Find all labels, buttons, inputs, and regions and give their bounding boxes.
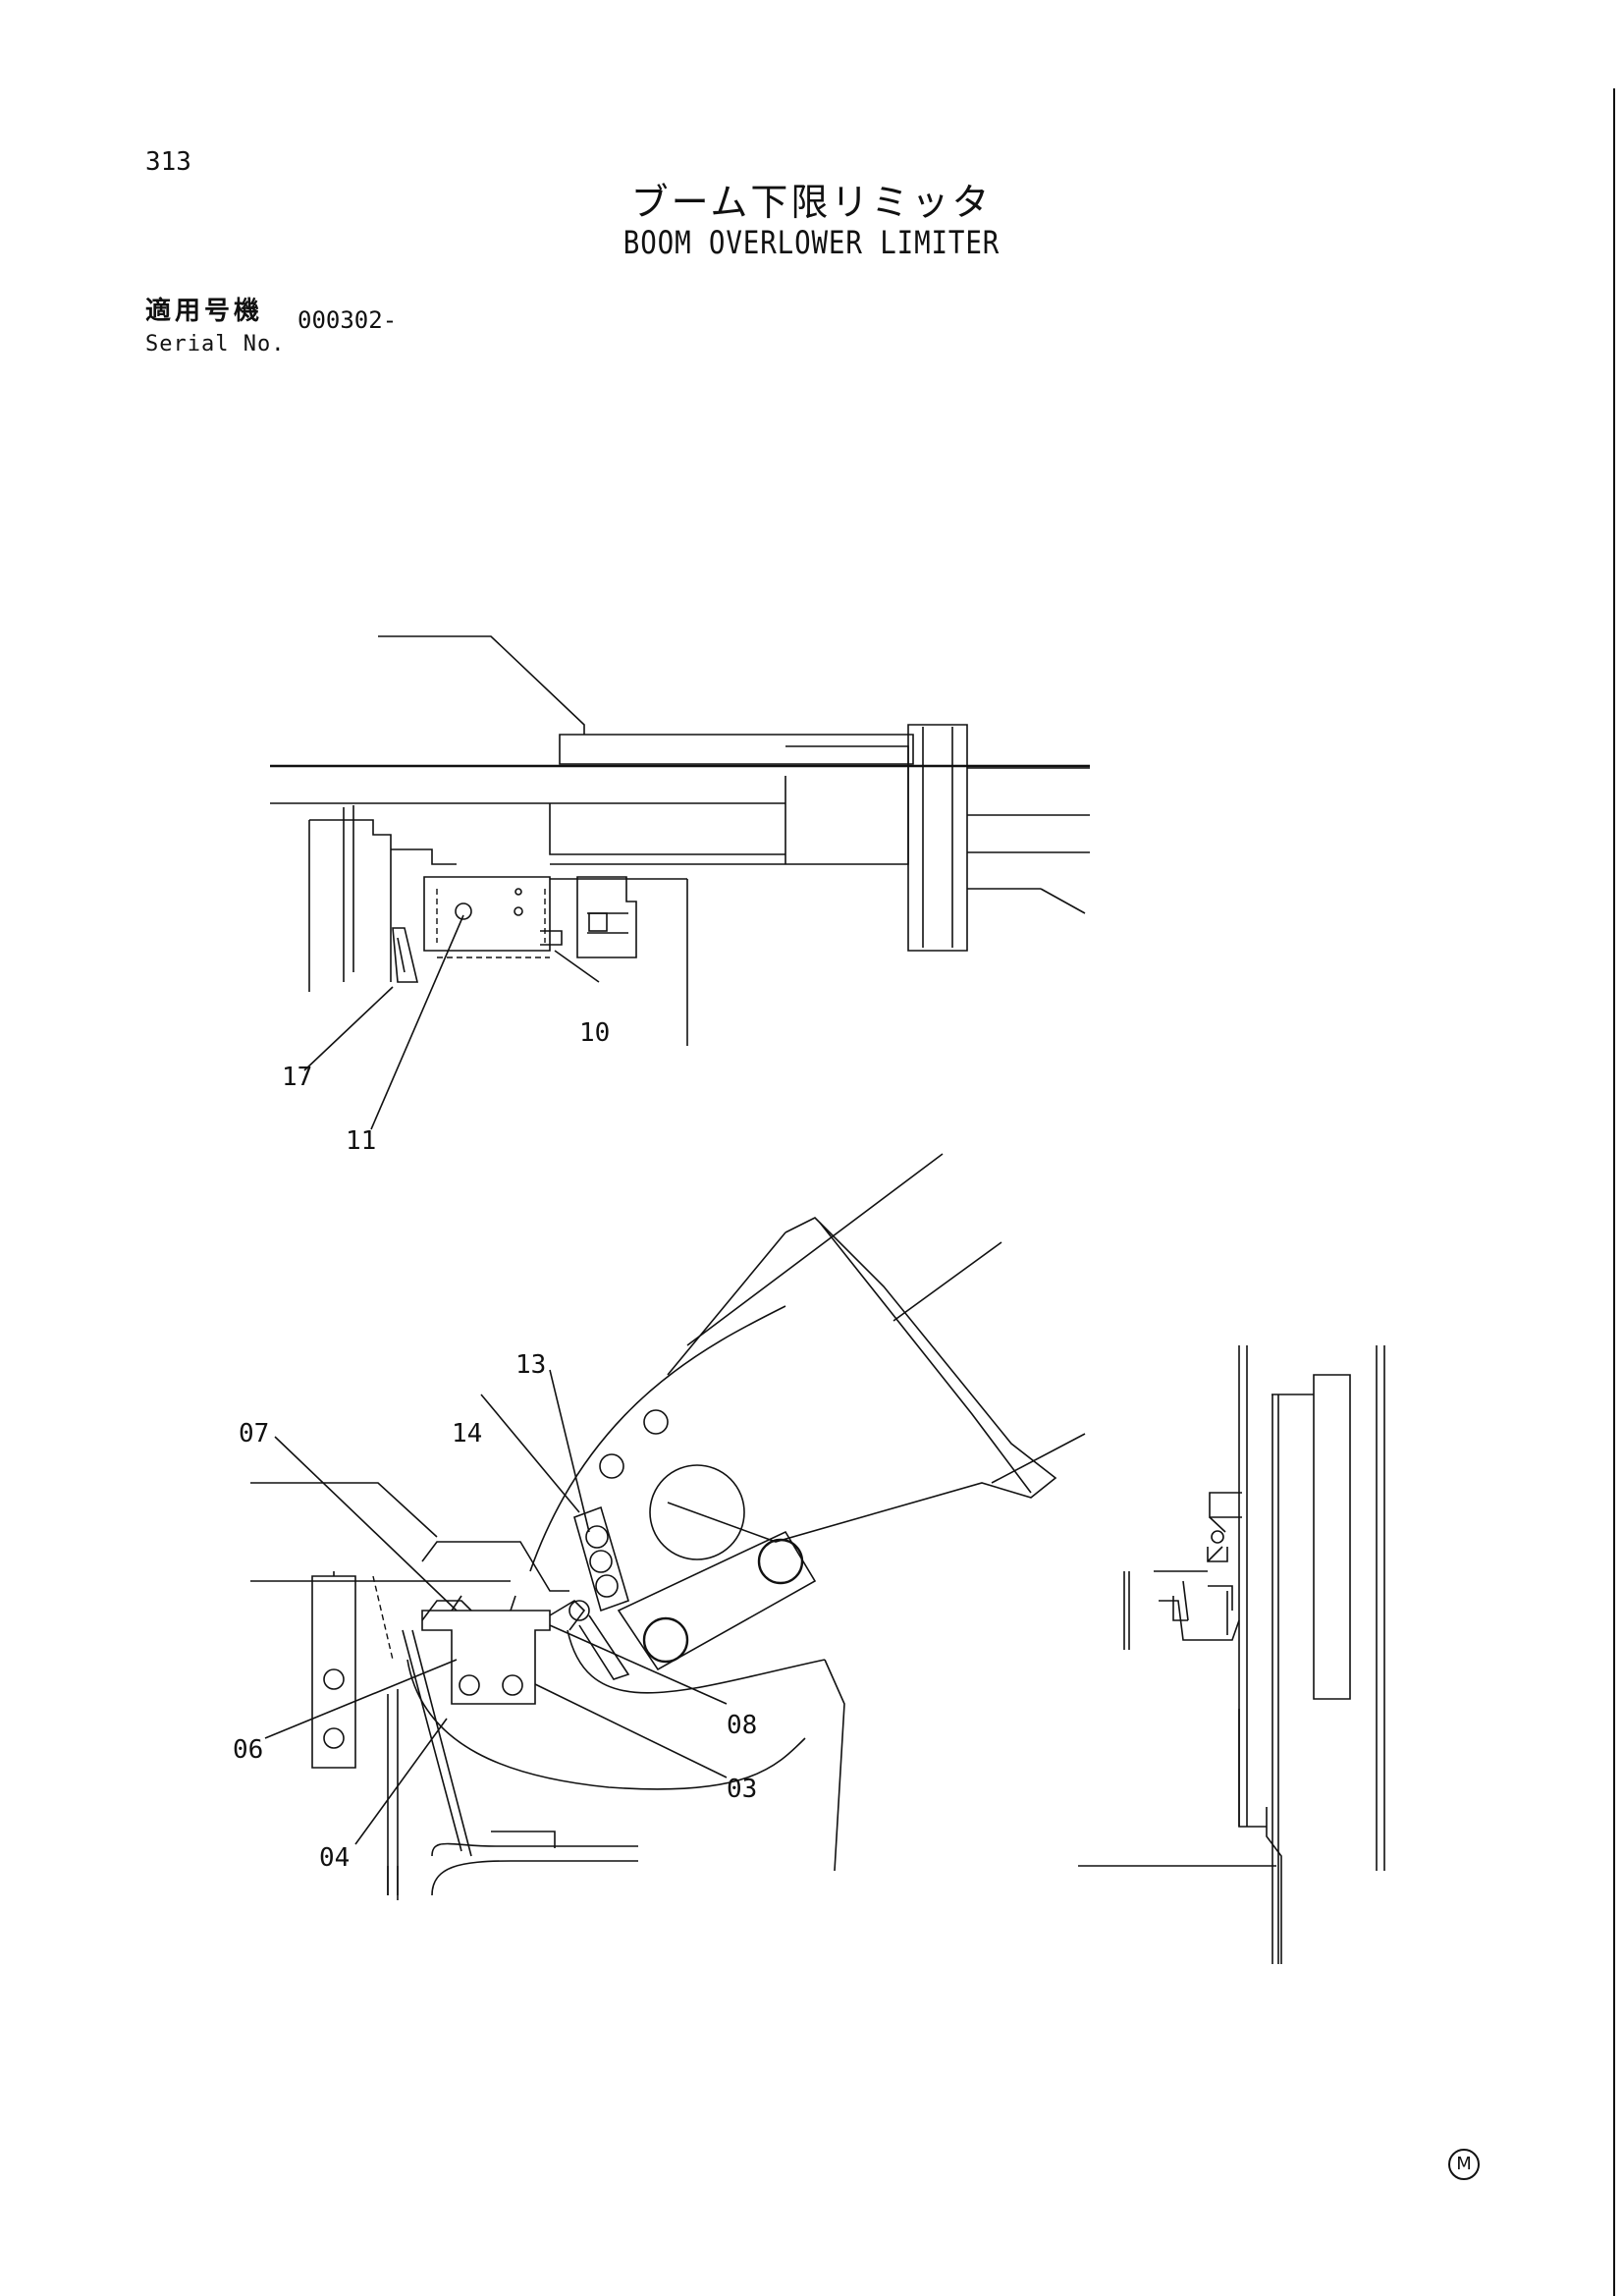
lower-view: 07 14 13 06 04 08 03 bbox=[233, 1153, 1086, 1900]
callout-14: 14 bbox=[452, 1419, 482, 1449]
serial-label-english: Serial No. bbox=[145, 332, 286, 356]
upper-view: 17 11 10 bbox=[270, 635, 1090, 1156]
callout-06: 06 bbox=[233, 1735, 263, 1765]
page-border-line bbox=[1613, 88, 1615, 2296]
callout-10: 10 bbox=[579, 1018, 610, 1048]
callout-08: 08 bbox=[727, 1711, 757, 1740]
callout-04: 04 bbox=[319, 1843, 350, 1873]
callout-11: 11 bbox=[346, 1126, 376, 1156]
serial-label-japanese: 適用号機 bbox=[145, 297, 264, 326]
page-number: 313 bbox=[145, 147, 191, 177]
callout-03: 03 bbox=[727, 1775, 757, 1804]
callout-07: 07 bbox=[239, 1419, 269, 1449]
serial-number-value: 000302- bbox=[298, 306, 398, 334]
title-japanese: ブーム下限リミッタ bbox=[630, 181, 993, 224]
side-view bbox=[1078, 1345, 1385, 1964]
title-english: BOOM OVERLOWER LIMITER bbox=[622, 224, 1001, 261]
callout-17: 17 bbox=[282, 1063, 312, 1092]
callout-13: 13 bbox=[515, 1350, 546, 1380]
manufacturer-mark: M bbox=[1448, 2149, 1480, 2180]
